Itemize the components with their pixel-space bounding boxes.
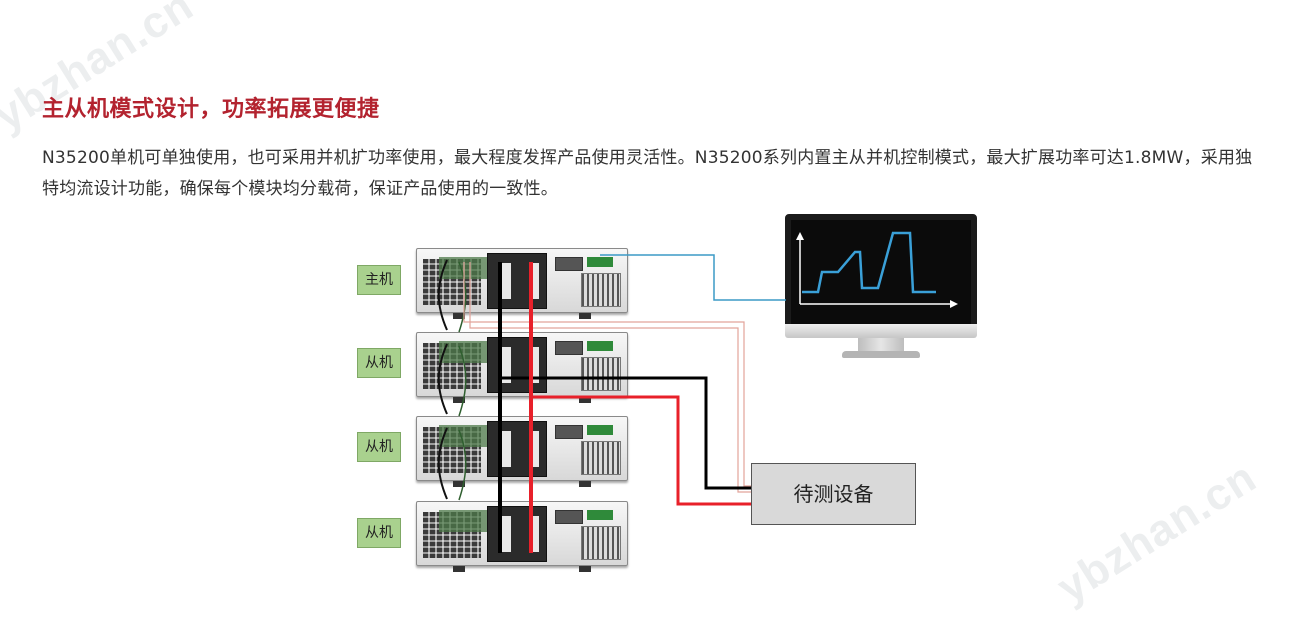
slave-power-unit-1 (416, 332, 628, 403)
unit-foot (453, 566, 465, 572)
comm-port (555, 425, 583, 439)
unit-foot (579, 313, 591, 319)
chart-y-arrow (796, 232, 804, 240)
connector-block (587, 425, 613, 435)
positive-terminal (529, 263, 539, 299)
slave-power-unit-3 (416, 501, 628, 572)
unit-foot (453, 397, 465, 403)
comm-port (555, 510, 583, 524)
monitor-chin (785, 324, 977, 338)
comm-port (555, 257, 583, 271)
chain-link-cable (437, 427, 448, 500)
negative-terminal (501, 431, 511, 467)
unit-foot (579, 481, 591, 487)
positive-terminal (529, 431, 539, 467)
device-under-test-box: 待测设备 (751, 463, 916, 525)
chain-link-cable (458, 345, 467, 417)
unit-label-slave: 从机 (357, 432, 401, 462)
monitor-base (842, 351, 920, 358)
connector-block (587, 510, 613, 520)
unit-label-slave: 从机 (357, 518, 401, 548)
sense-wire (469, 262, 751, 493)
unit-foot (579, 397, 591, 403)
unit-foot (453, 481, 465, 487)
sense-wire (463, 262, 751, 487)
connector-block (587, 341, 613, 351)
circuit-board (439, 341, 491, 363)
positive-terminal (529, 516, 539, 552)
section-heading: 主从机模式设计，功率拓展更便捷 (42, 97, 380, 122)
negative-terminal (501, 263, 511, 299)
circuit-board (439, 510, 491, 532)
monitor-stand (858, 338, 904, 352)
fan-grille (581, 273, 621, 307)
positive-terminal (529, 347, 539, 383)
unit-label-slave: 从机 (357, 348, 401, 378)
positive-lead-wire (531, 395, 751, 506)
unit-foot (453, 313, 465, 319)
chain-link-cable (437, 259, 448, 331)
unit-foot (579, 566, 591, 572)
unit-label-master: 主机 (357, 265, 401, 295)
fan-grille (581, 441, 621, 475)
negative-lead-wire (500, 376, 751, 490)
chain-link-cable (458, 261, 467, 333)
chain-link-cable (458, 429, 467, 501)
circuit-board (439, 425, 491, 447)
chart-x-arrow (950, 300, 958, 308)
connector-block (587, 257, 613, 267)
chain-link-cable (437, 343, 448, 415)
fan-grille (581, 357, 621, 391)
comm-port (555, 341, 583, 355)
master-power-unit (416, 248, 628, 319)
signal-cable (600, 254, 786, 301)
section-body-text: N35200单机可单独使用，也可采用并机扩功率使用，最大程度发挥产品使用灵活性。… (42, 148, 1253, 199)
circuit-board (439, 257, 491, 279)
negative-terminal (501, 347, 511, 383)
negative-terminal (501, 516, 511, 552)
slave-power-unit-2 (416, 416, 628, 487)
terminal-panel (487, 421, 547, 477)
waveform-line (802, 231, 936, 294)
fan-grille (581, 526, 621, 560)
